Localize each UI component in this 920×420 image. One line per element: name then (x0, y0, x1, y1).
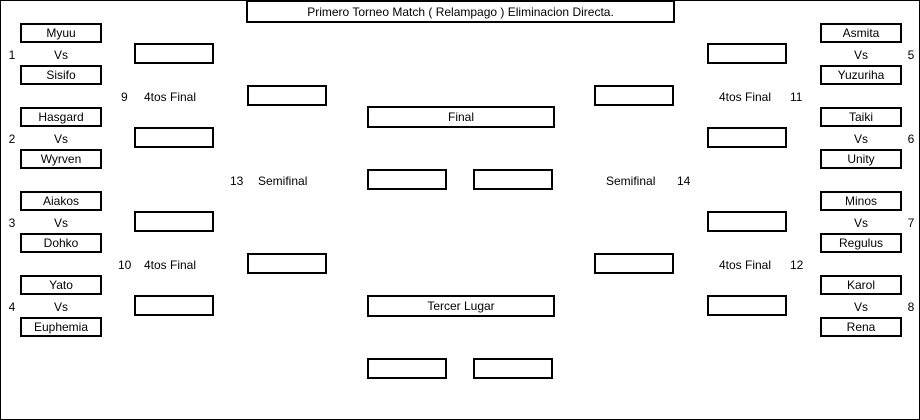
left-quarterfinal-2-slot (247, 253, 327, 274)
right-r1-winner-slot-1 (707, 43, 787, 64)
left-r1-winner-slot-3 (134, 211, 214, 232)
right-match-7-number: 7 (907, 216, 915, 230)
right-match-6-top-player: Taiki (820, 107, 902, 127)
right-match-7-vs: Vs (854, 216, 869, 230)
third-place-slot-left (367, 358, 447, 379)
final-slot-right (473, 169, 553, 190)
right-semifinal-label: Semifinal (606, 174, 656, 188)
left-r1-winner-slot-2 (134, 127, 214, 148)
left-quarterfinal-1-label: 4tos Final (144, 90, 197, 104)
left-quarterfinal-1-number: 9 (121, 90, 128, 104)
final-slot-left (367, 169, 447, 190)
left-match-1-vs: Vs (54, 48, 69, 62)
right-match-5-number: 5 (907, 48, 915, 62)
left-match-1-bottom-player: Sisifo (20, 65, 102, 85)
left-quarterfinal-1-slot (247, 85, 327, 106)
left-match-2-vs: Vs (54, 132, 69, 146)
left-match-2-bottom-player: Wyrven (20, 149, 102, 169)
left-match-4-bottom-player: Euphemia (20, 317, 102, 337)
title-text: Primero Torneo Match ( Relampago ) Elimi… (307, 4, 614, 19)
bracket-title: Primero Torneo Match ( Relampago ) Elimi… (246, 1, 675, 23)
right-match-5-top-player: Asmita (820, 23, 902, 43)
right-quarterfinal-2-slot (594, 253, 674, 274)
left-semifinal-label: Semifinal (258, 174, 308, 188)
right-quarterfinal-2-number: 12 (790, 258, 804, 272)
right-r1-winner-slot-3 (707, 211, 787, 232)
right-match-8-vs: Vs (854, 300, 869, 314)
right-match-5-vs: Vs (854, 48, 869, 62)
right-match-8-bottom-player: Rena (820, 317, 902, 337)
right-match-6-vs: Vs (854, 132, 869, 146)
right-quarterfinal-1-number: 11 (790, 90, 803, 104)
final-box: Final (367, 106, 555, 128)
left-semifinal-number: 13 (230, 174, 244, 188)
right-match-8-top-player: Karol (820, 275, 902, 295)
left-match-1-top-player: Myuu (20, 23, 102, 43)
right-r1-winner-slot-4 (707, 295, 787, 316)
third-place-slot-right (473, 358, 553, 379)
left-match-2-number: 2 (8, 132, 16, 146)
left-r1-winner-slot-1 (134, 43, 214, 64)
left-quarterfinal-2-label: 4tos Final (144, 258, 197, 272)
right-quarterfinal-1-label: 4tos Final (719, 90, 772, 104)
third-place-box: Tercer Lugar (367, 295, 555, 317)
right-match-7-top-player: Minos (820, 191, 902, 211)
right-match-7-bottom-player: Regulus (820, 233, 902, 253)
left-quarterfinal-2-number: 10 (118, 258, 132, 272)
right-match-6-bottom-player: Unity (820, 149, 902, 169)
right-quarterfinal-2-label: 4tos Final (719, 258, 772, 272)
left-match-4-number: 4 (8, 300, 16, 314)
right-match-8-number: 8 (907, 300, 915, 314)
left-match-2-top-player: Hasgard (20, 107, 102, 127)
left-match-3-top-player: Aiakos (20, 191, 102, 211)
right-match-6-number: 6 (907, 132, 915, 146)
left-match-3-bottom-player: Dohko (20, 233, 102, 253)
right-match-5-bottom-player: Yuzuriha (820, 65, 902, 85)
left-match-4-top-player: Yato (20, 275, 102, 295)
right-quarterfinal-1-slot (594, 85, 674, 106)
right-r1-winner-slot-2 (707, 127, 787, 148)
left-match-1-number: 1 (8, 48, 16, 62)
left-match-3-number: 3 (8, 216, 16, 230)
left-match-4-vs: Vs (54, 300, 69, 314)
left-r1-winner-slot-4 (134, 295, 214, 316)
left-match-3-vs: Vs (54, 216, 69, 230)
right-semifinal-number: 14 (677, 174, 691, 188)
